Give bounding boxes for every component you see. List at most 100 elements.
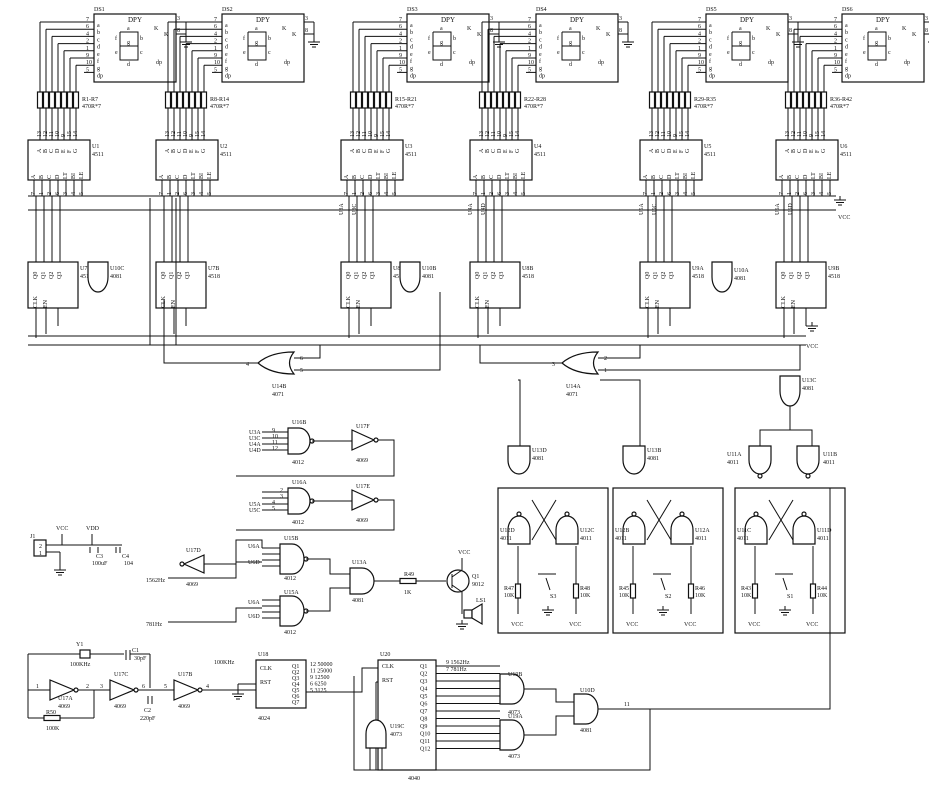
inverter-bubble (133, 687, 139, 693)
pin-num: 3 (280, 494, 283, 500)
gate-ref: U12A (695, 528, 710, 534)
segment-letter: b (97, 30, 100, 36)
net-label: U6A (248, 544, 260, 550)
decoder-pin-label: C (795, 175, 801, 179)
segment-outline (432, 31, 452, 61)
segment-resistor (373, 91, 381, 109)
gate-ref: U19C (390, 724, 404, 730)
segment-resistor (170, 91, 178, 109)
resistor-value: 470R*7 (210, 104, 229, 110)
decoder-pin-label: A (779, 174, 785, 179)
bcd-counter (27, 261, 79, 309)
segment-e: e (115, 50, 118, 56)
display-pin-num: 1 (399, 46, 402, 52)
chip-pin: Q2 (292, 670, 299, 676)
display-pin-num: 4 (834, 31, 837, 37)
resistor-r49 (399, 577, 417, 585)
decoder-pin-label: B (485, 149, 491, 153)
seven-segment-display (535, 13, 619, 83)
pin-num: 4 (246, 362, 249, 368)
counter-q: Q2 (49, 272, 55, 279)
decoder-pin-label: B (655, 149, 661, 153)
decoder-pin-label: BI (71, 173, 77, 179)
bcd-counter (639, 261, 691, 309)
inverter-bubble (73, 687, 79, 693)
resistor-value: 10K (504, 593, 515, 599)
segment-outline (731, 31, 751, 61)
segment-resistor (176, 91, 184, 109)
display-type: DPY (441, 16, 455, 24)
decoder-pin-label: LT (376, 172, 382, 179)
net-label: U4D (481, 203, 487, 215)
segment-e: e (863, 50, 866, 56)
counter-q: Q0 (161, 272, 167, 279)
or-gate-u14b (257, 351, 296, 375)
decoder-pin-num: 14 (685, 131, 691, 137)
inverter-bubble (373, 437, 379, 443)
segment-d: d (569, 62, 572, 68)
decoder-pin-label: G (386, 148, 392, 153)
pin-num: 5 (164, 684, 167, 690)
net-label: U6A (248, 600, 260, 606)
vcc-label: VCC (806, 622, 818, 628)
decoder-pin-num: 12 (171, 131, 177, 137)
freq-label: 100KHz (214, 660, 235, 666)
segment-g: g (440, 40, 443, 46)
gate-ref: U17A (58, 696, 73, 702)
display-pin-num: 6 (214, 24, 217, 30)
decoder-pin-label: C (491, 149, 497, 153)
display-pin-num: 4 (399, 31, 402, 37)
net-label: U4A (468, 203, 474, 215)
segment-resistor (66, 91, 74, 109)
decoder-pin-num: 13 (350, 131, 356, 137)
common-k: K (766, 26, 771, 32)
segment-letter: e (709, 52, 712, 58)
segment-letter: dp (539, 73, 545, 79)
display-pin-num: 4 (698, 31, 701, 37)
segment-c: c (888, 50, 891, 56)
resistor-value: 10K (741, 593, 752, 599)
display-pin-num: 7 (86, 17, 89, 23)
decoder-pin-label: D (55, 148, 61, 153)
gate-type: 4081 (580, 728, 592, 734)
decoder-type: 4511 (405, 152, 417, 158)
crystal-ref: Y1 (76, 642, 83, 648)
decoder-pin-label: C (362, 149, 368, 153)
segment-resistor (42, 91, 50, 109)
segment-e: e (243, 50, 246, 56)
resistor-value: 470R*7 (830, 104, 849, 110)
display-pin-num: 4 (86, 31, 89, 37)
counter-q: Q2 (797, 272, 803, 279)
counter-type: 4518 (692, 274, 704, 280)
decoder-ref: U3 (405, 144, 412, 150)
decoder-pin-num: 15 (380, 131, 386, 137)
resistor-r50 (43, 714, 61, 722)
counter-q: Q2 (177, 272, 183, 279)
nand-gate (287, 487, 311, 515)
nand-bubble (805, 473, 811, 479)
gate-type: 4012 (284, 630, 296, 636)
common-pin: 3 (925, 16, 928, 22)
display-pin-num: 5 (698, 67, 701, 73)
segment-letter: dp (410, 73, 416, 79)
segment-letter: dp (97, 73, 103, 79)
nand-bubble (757, 473, 763, 479)
counter-clk: CLK (33, 295, 39, 308)
decoder-ref: U1 (92, 144, 99, 150)
pin-num: 11 (272, 440, 278, 446)
bcd-decoder (155, 139, 219, 181)
pin-num: 3 (552, 362, 555, 368)
segment-e: e (557, 50, 560, 56)
segment-c: c (140, 50, 143, 56)
decoder-pin-num: 10 (803, 131, 809, 137)
decoder-pin-label: LT (811, 172, 817, 179)
segment-resistor (796, 91, 804, 109)
decoder-pin-num: 14 (821, 131, 827, 137)
gate-type: 4081 (110, 274, 122, 280)
speaker-cone (471, 602, 483, 626)
or-gate-u14a (561, 351, 600, 375)
seven-segment-display (841, 13, 925, 83)
decoder-pin-label: G (201, 148, 207, 153)
decoder-pin-label: B (481, 175, 487, 179)
display-pin-num: 2 (399, 39, 402, 45)
